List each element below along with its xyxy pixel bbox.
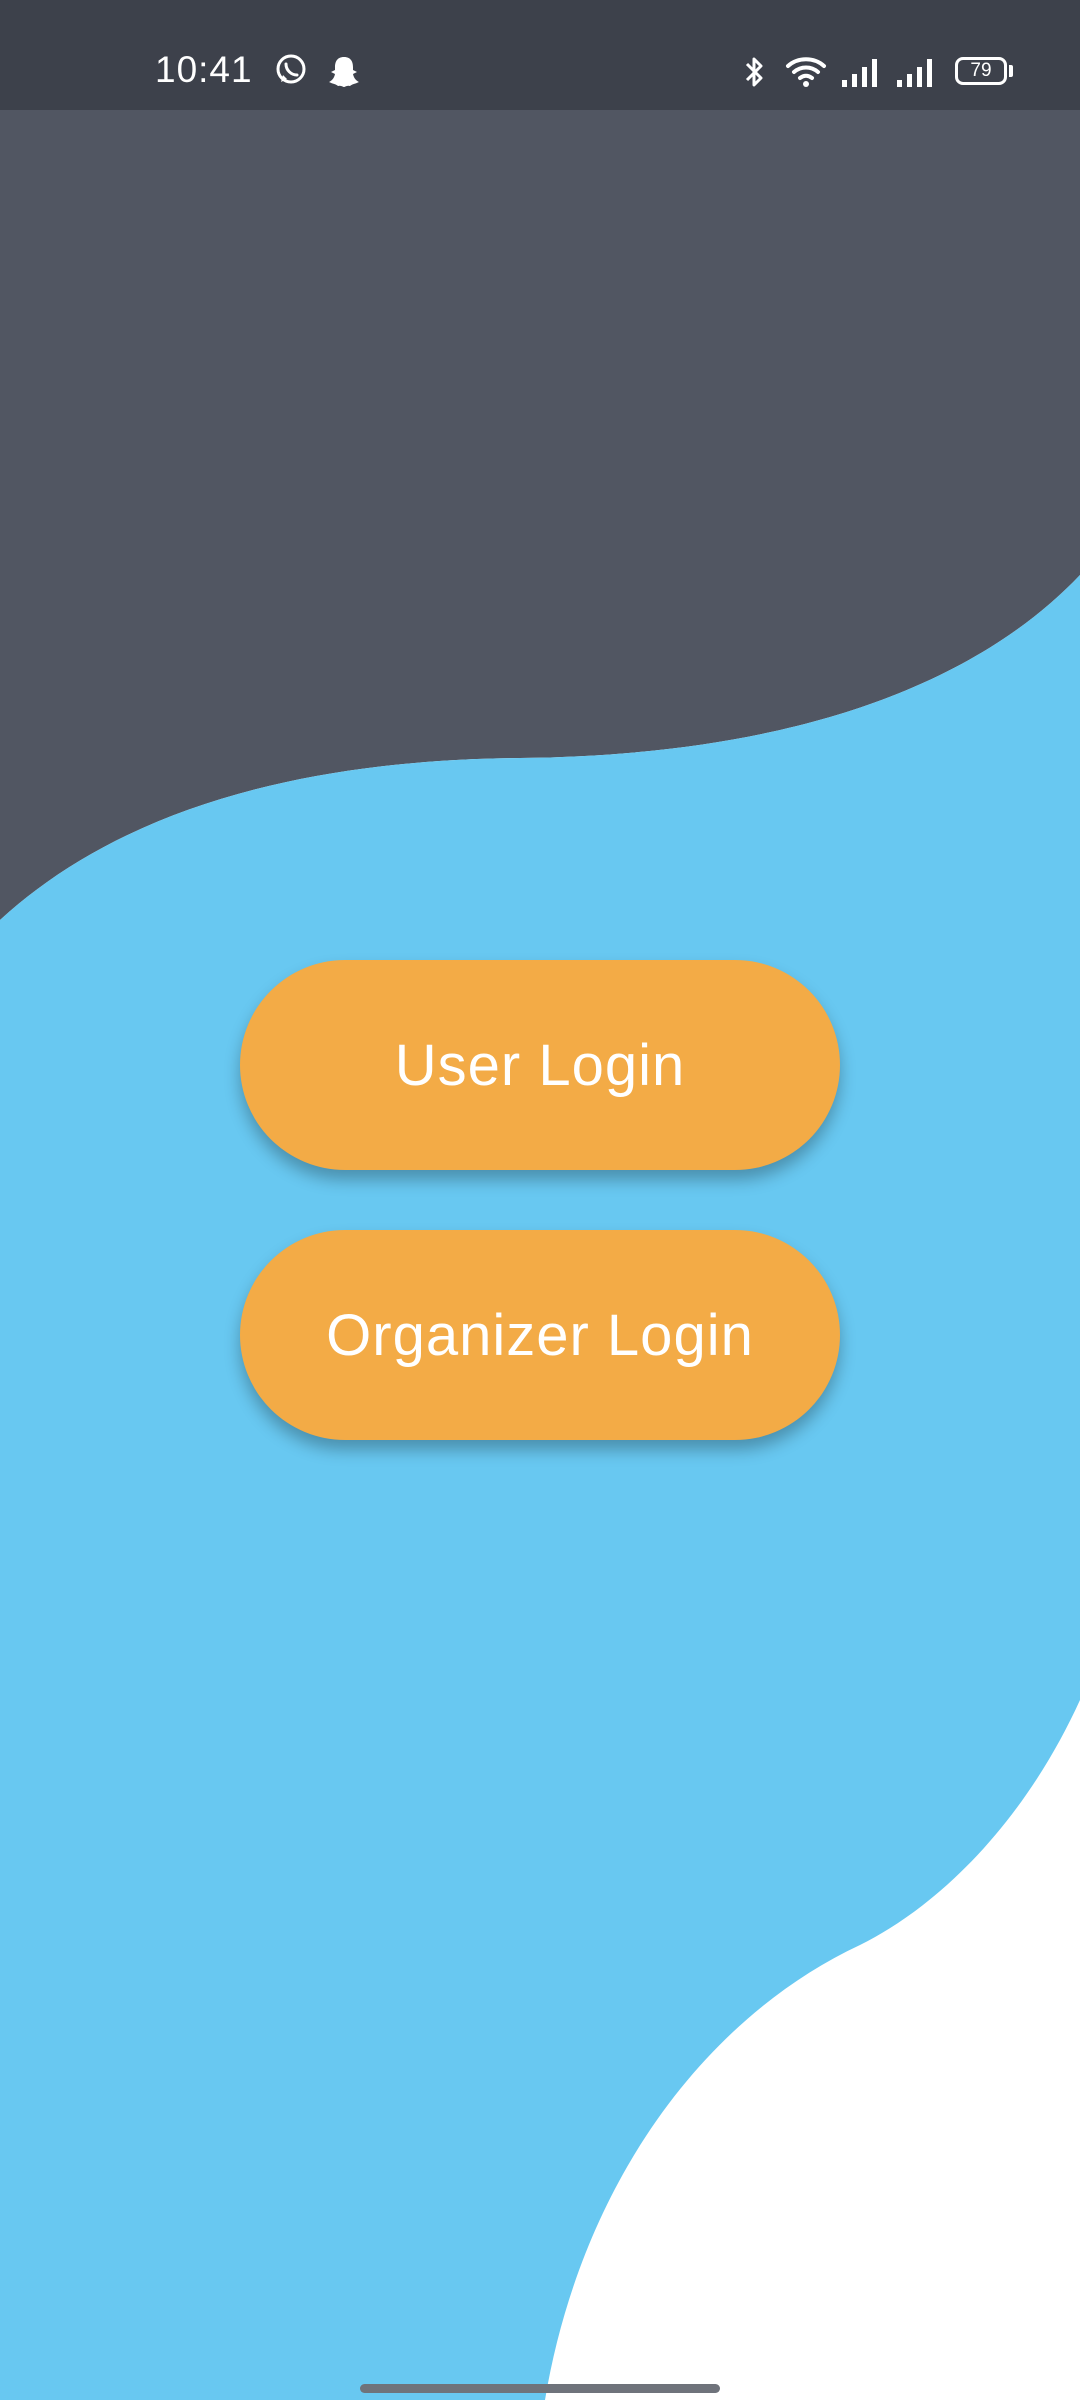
user-login-button[interactable]: User Login bbox=[240, 960, 840, 1170]
status-time: 10:41 bbox=[155, 49, 253, 90]
battery-level: 79 bbox=[970, 60, 992, 81]
battery-icon: 79 bbox=[955, 57, 1007, 85]
signal-icon bbox=[842, 59, 877, 87]
home-indicator[interactable] bbox=[360, 2384, 720, 2393]
whatsapp-icon bbox=[276, 54, 306, 84]
battery-tip bbox=[1009, 65, 1013, 77]
organizer-login-button[interactable]: Organizer Login bbox=[240, 1230, 840, 1440]
wifi-icon bbox=[786, 57, 826, 87]
dark-wave-shape bbox=[0, 110, 1080, 920]
signal-icon bbox=[897, 59, 932, 87]
status-bar: 10:41 bbox=[0, 0, 1080, 110]
bluetooth-icon bbox=[745, 57, 763, 87]
snapchat-icon bbox=[329, 57, 359, 87]
